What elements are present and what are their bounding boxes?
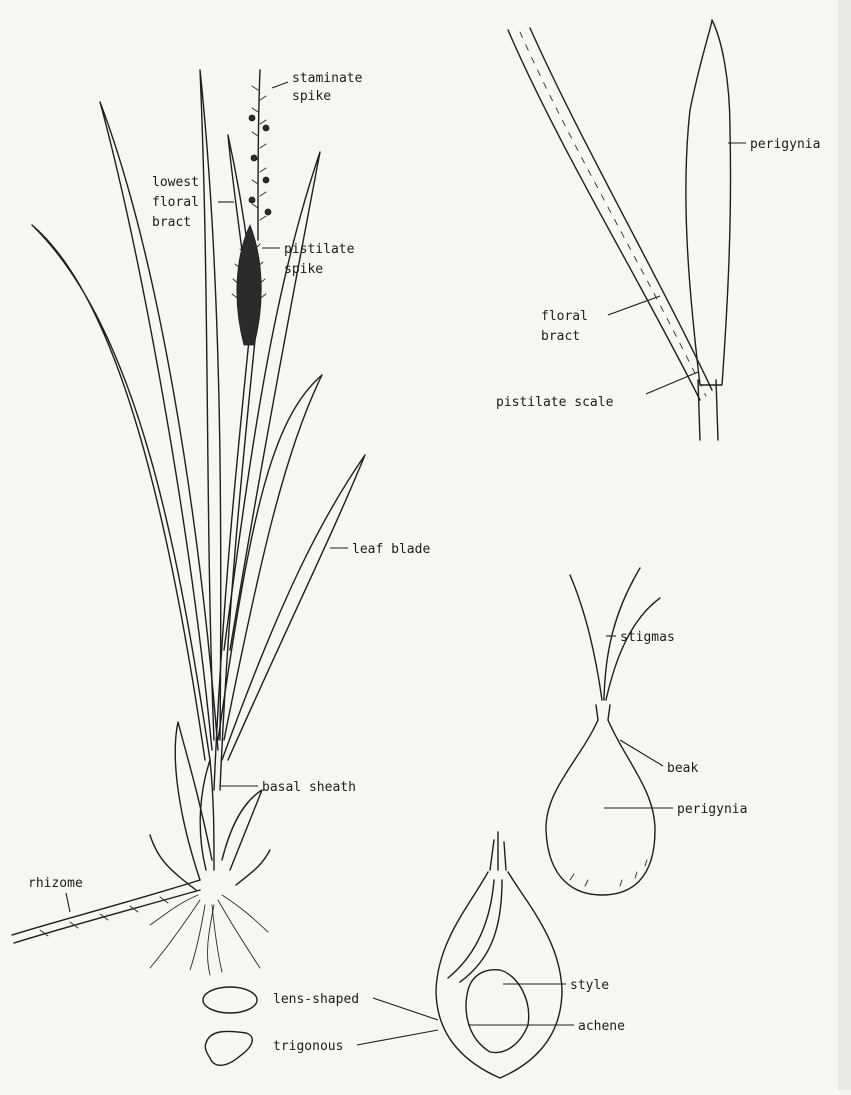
achene-section-drawing [436,832,562,1078]
svg-text:style: style [570,978,609,993]
svg-text:beak: beak [667,761,698,776]
label-lowest-floral-bract: lowest floral bract [152,175,234,230]
leaf-blade-far-right [222,455,365,760]
label-perigynia-top: perigynia [728,137,820,152]
svg-text:stigmas: stigmas [620,630,675,645]
label-basal-sheath: basal sheath [220,780,356,795]
svg-text:basal sheath: basal sheath [262,780,356,795]
scan-edge [838,0,851,1090]
stigma-3 [606,598,660,700]
label-perigynia-mid: perigynia [604,802,747,817]
style-drawing [448,880,494,978]
roots-drawing [150,895,268,975]
svg-text:rhizome: rhizome [28,876,83,891]
spike-detail-drawing [508,20,731,440]
svg-text:floral: floral [152,195,199,210]
trigonous-section [205,1031,252,1065]
label-leaf-blade: leaf blade [330,542,430,557]
floral-bract-drawing [508,30,700,400]
perigynium-section [436,872,562,1078]
label-achene: achene [468,1019,625,1034]
leaf-blade-right [218,375,322,740]
label-beak: beak [620,740,698,776]
svg-text:perigynia: perigynia [750,137,820,152]
svg-text:spike: spike [292,89,331,104]
svg-text:spike: spike [284,262,323,277]
svg-text:trigonous: trigonous [273,1039,343,1054]
svg-text:achene: achene [578,1019,625,1034]
svg-text:floral: floral [541,309,588,324]
svg-text:perigynia: perigynia [677,802,747,817]
svg-text:pistilate: pistilate [284,242,355,257]
leaf-blade-center [200,70,221,740]
leaf-blade-far-left [32,225,210,760]
svg-text:lens-shaped: lens-shaped [273,992,359,1007]
svg-text:leaf blade: leaf blade [352,542,430,557]
lens-shaped-section [203,987,257,1013]
beak-drawing [596,705,610,720]
svg-text:pistilate scale: pistilate scale [496,395,614,410]
label-floral-bract: floral bract [541,296,660,344]
stigma-1 [570,575,602,700]
label-lens-shaped: lens-shaped [273,992,438,1020]
svg-text:lowest: lowest [152,175,199,190]
label-stigmas: stigmas [606,630,675,645]
label-trigonous: trigonous [273,1030,438,1054]
label-pistilate-scale: pistilate scale [496,372,698,410]
label-rhizome: rhizome [28,876,83,912]
svg-text:staminate: staminate [292,71,363,86]
perigynia-spike-drawing [686,20,731,385]
label-pistilate-spike: pistilate spike [262,242,355,277]
perigynium-drawing [546,568,660,895]
label-staminate-spike: staminate spike [272,71,363,104]
svg-text:bract: bract [541,329,580,344]
svg-text:bract: bract [152,215,191,230]
achene-drawing [466,970,529,1053]
